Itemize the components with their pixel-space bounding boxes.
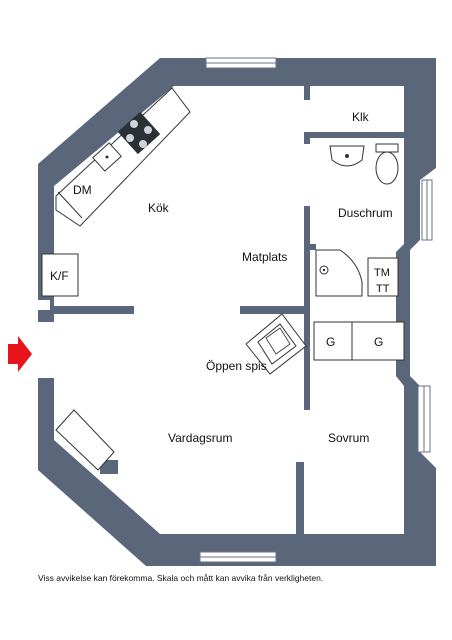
fireplace-label: Öppen spis: [206, 359, 267, 373]
sink-icon: [92, 142, 122, 172]
room-label-bedroom: Sovrum: [328, 431, 369, 445]
fireplace-icon: [245, 313, 307, 375]
disclaimer-text: Viss avvikelse kan förekomma. Skala och …: [38, 573, 324, 583]
room-label-dining: Matplats: [242, 250, 287, 264]
room-label-shower: Duschrum: [338, 206, 393, 220]
sideboard: [55, 409, 115, 471]
washer-label: TM: [374, 267, 390, 279]
wardrobe-label-2: G: [374, 335, 383, 349]
room-label-toilet: Klk: [352, 110, 370, 124]
entrance-arrow-icon: [8, 336, 32, 372]
kitchen-counter: [55, 87, 191, 227]
fridge-box: [41, 253, 79, 297]
windows: [199, 57, 433, 563]
dishwasher-label: DM: [73, 183, 92, 197]
room-label-living: Vardagsrum: [168, 431, 232, 445]
shower-icon: [315, 249, 363, 297]
room-label-kitchen: Kök: [148, 201, 170, 215]
washbasin-icon: [329, 145, 365, 167]
fridge-label: K/F: [50, 269, 69, 283]
stove-icon: [117, 111, 161, 155]
wardrobe-label-1: G: [326, 335, 335, 349]
dryer-label: TT: [376, 283, 390, 295]
wardrobes: [313, 321, 405, 361]
toilet-icon: [375, 143, 399, 185]
washer-dryer-box: [367, 257, 399, 297]
interior-walls: [54, 86, 404, 534]
interior-floor: [38, 86, 404, 534]
